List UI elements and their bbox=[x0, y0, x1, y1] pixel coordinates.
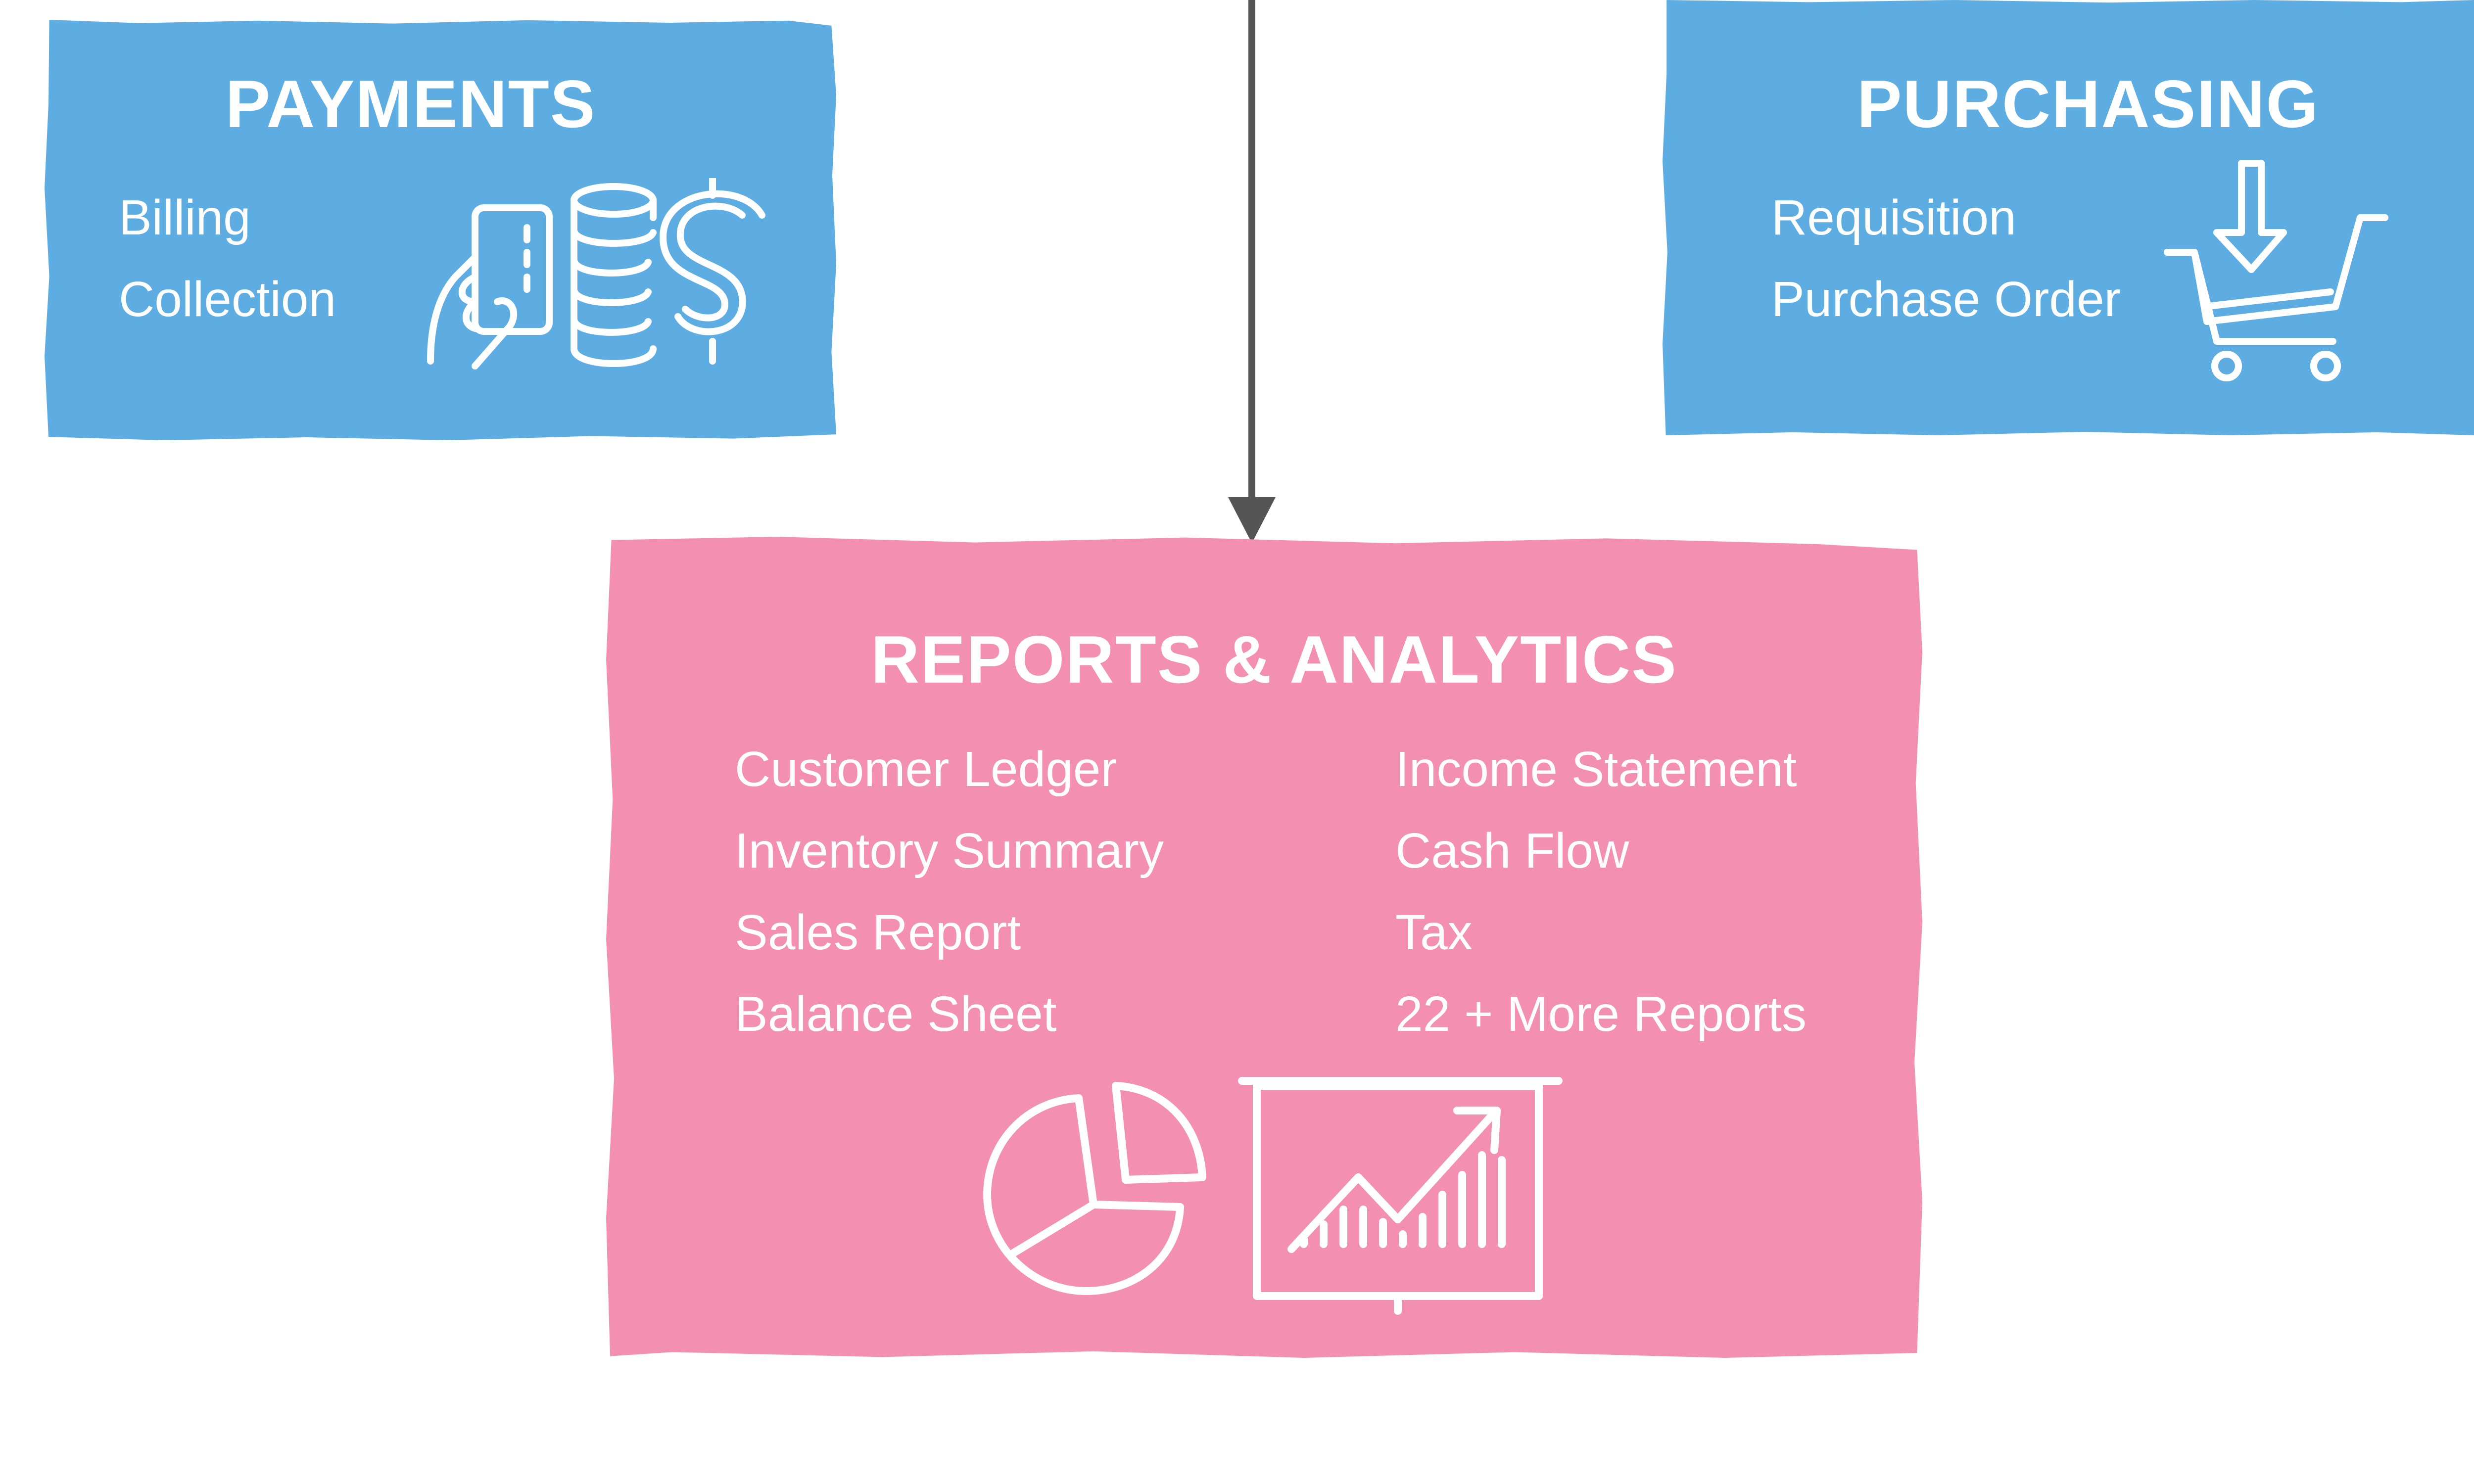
payments-box: PAYMENTS Billing Collection bbox=[45, 20, 836, 440]
payments-title: PAYMENTS bbox=[225, 66, 596, 141]
report-item-customer-ledger: Customer Ledger bbox=[735, 742, 1117, 797]
purchasing-item-requisition: Requisition bbox=[1771, 190, 2016, 245]
payments-item-collection: Collection bbox=[119, 272, 336, 327]
shopping-cart-download-icon bbox=[2164, 160, 2388, 381]
payments-item-billing: Billing bbox=[119, 190, 251, 245]
purchasing-title: PURCHASING bbox=[1856, 66, 2320, 141]
report-item-income-statement: Income Statement bbox=[1395, 742, 1797, 797]
payments-icon-group bbox=[427, 178, 765, 370]
purchasing-item-purchase-order: Purchase Order bbox=[1771, 272, 2121, 327]
reports-icon-group bbox=[983, 1077, 1563, 1315]
connector-arrowhead bbox=[1228, 497, 1276, 543]
hand-holding-card-icon bbox=[427, 204, 553, 370]
report-item-inventory-summary: Inventory Summary bbox=[735, 823, 1164, 879]
reports-title: REPORTS & ANALYTICS bbox=[871, 622, 1677, 697]
report-item-tax: Tax bbox=[1395, 905, 1473, 960]
coin-stack-icon bbox=[571, 183, 657, 367]
purchasing-box: PURCHASING Requisition Purchase Order bbox=[1663, 0, 2474, 435]
report-item-cash-flow: Cash Flow bbox=[1395, 823, 1629, 879]
pie-chart-icon bbox=[983, 1082, 1206, 1295]
report-item-balance-sheet: Balance Sheet bbox=[735, 986, 1057, 1042]
presentation-board-growth-chart-icon bbox=[1238, 1077, 1563, 1315]
reports-list-left: Customer Ledger Inventory Summary Sales … bbox=[735, 744, 1164, 1071]
report-item-more-reports: 22 + More Reports bbox=[1395, 986, 1807, 1042]
reports-list-right: Income Statement Cash Flow Tax 22 + More… bbox=[1395, 744, 1807, 1071]
reports-analytics-box: REPORTS & ANALYTICS Customer Ledger Inve… bbox=[606, 537, 1922, 1358]
dollar-sign-icon bbox=[660, 178, 765, 365]
report-item-sales-report: Sales Report bbox=[735, 905, 1021, 960]
